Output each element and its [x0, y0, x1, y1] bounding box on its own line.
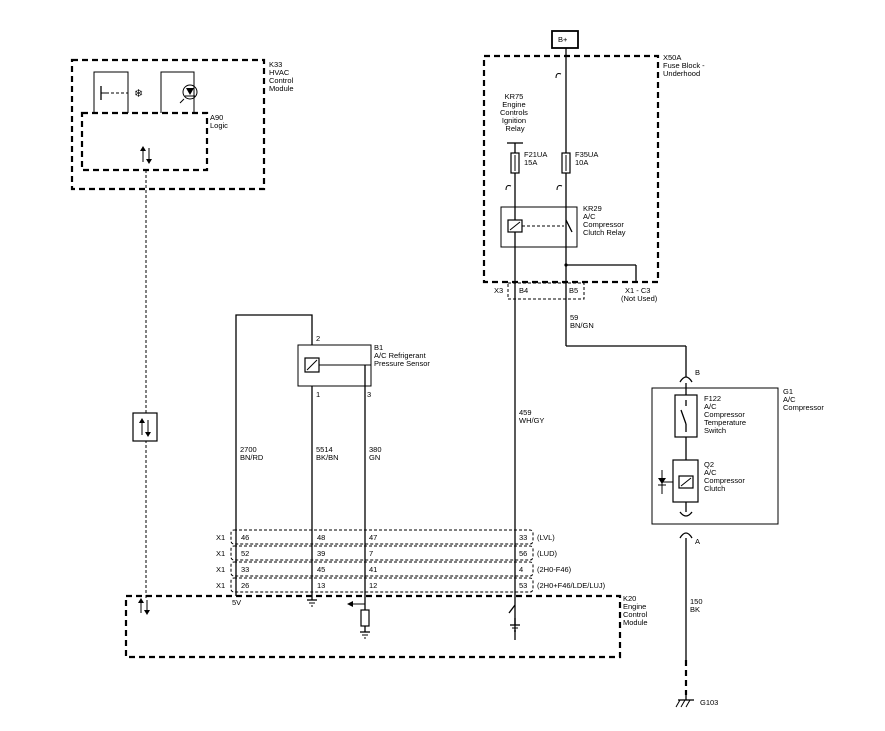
x1c3-label: X1 - C3: [625, 286, 650, 295]
x1-conn-label: X1: [216, 533, 225, 542]
g1-internal-connector: [679, 511, 693, 517]
a90-logic-outline: [80, 111, 209, 172]
f21ua-connector-hook: [505, 185, 512, 191]
k33-hvac-module-outline: [70, 58, 266, 191]
x3-connector: [507, 282, 585, 300]
k33-label: K33 HVAC Control Module: [269, 60, 295, 93]
pin-380-2h0-f46: 41: [369, 565, 377, 574]
ecm-resistor-ground-icon: [360, 626, 370, 639]
g1-pin-a-label: A: [695, 537, 700, 546]
kr75-relay-output-icon: [507, 142, 523, 153]
g103-chassis-ground-icon: [675, 695, 694, 708]
wire-2700-label: 2700 BN/RD: [240, 445, 264, 462]
kr29-switch-contact: [565, 219, 573, 233]
x3-label: X3: [494, 286, 503, 295]
k33-serial-data-arrows-icon: [140, 146, 152, 164]
g1-label: G1 A/C Compressor: [783, 387, 824, 412]
variant-2h0-f46-lde-luj: (2H0+F46/LDE/LUJ): [537, 581, 606, 590]
f35ua-label: F35UA 10A: [575, 150, 600, 167]
x1-row-2h0-f46-lde-luj: [230, 577, 534, 593]
kr29-label: KR29 A/C Compressor Clutch Relay: [583, 204, 626, 237]
g1-pin-a-connector: [679, 532, 693, 539]
q2-diode-icon: [658, 470, 673, 494]
wire-380-label: 380 GN: [369, 445, 384, 462]
pin-5514-lud: 39: [317, 549, 325, 558]
pin-380-2h0-f46-lde-luj: 12: [369, 581, 377, 590]
not-used-label: (Not Used): [621, 294, 658, 303]
hvac-indicator-lamp-icon: [160, 71, 198, 113]
wire-59-label: 59 BN/GN: [570, 313, 594, 330]
x1-conn-label: X1: [216, 581, 225, 590]
f122-label: F122 A/C Compressor Temperature Switch: [704, 394, 748, 435]
x1-row-lvl: [230, 529, 534, 545]
pin-5514-lvl: 48: [317, 533, 325, 542]
ecm-5v-label: 5V: [232, 598, 241, 607]
b-plus-label: B+: [558, 35, 568, 44]
x50a-label: X50A Fuse Block - Underhood: [663, 53, 707, 78]
pin-459-2h0-f46-lde-luj: 53: [519, 581, 527, 590]
kr29-relay-box: [500, 206, 578, 248]
k20-label: K20 Engine Control Module: [623, 594, 649, 627]
x1-row-2h0-f46: [230, 561, 534, 577]
x1-conn-label: X1: [216, 549, 225, 558]
hvac-ac-request-icon: ❄: [93, 71, 143, 113]
serial-data-box-icon: [132, 412, 158, 442]
variant-2h0-f46: (2H0-F46): [537, 565, 572, 574]
b1-label: B1 A/C Refrigerant Pressure Sensor: [374, 343, 430, 368]
variant-lud: (LUD): [537, 549, 558, 558]
bplus-connector-hook: [555, 73, 562, 79]
x1-row-lud: [230, 545, 534, 561]
pin-380-lvl: 47: [369, 533, 377, 542]
g103-label: G103: [700, 698, 718, 707]
kr75-label: KR75 Engine Controls Ignition Relay: [500, 92, 530, 133]
pin-2700-2h0-f46-lde-luj: 26: [241, 581, 249, 590]
a90-label: A90 Logic: [210, 113, 228, 130]
variant-lvl: (LVL): [537, 533, 555, 542]
k20-ecm-outline: [124, 594, 622, 659]
b1-pin-2-label: 2: [316, 334, 320, 343]
pin-5514-2h0-f46-lde-luj: 13: [317, 581, 325, 590]
b5-label: B5: [569, 286, 578, 295]
wire-5514-label: 5514 BK/BN: [316, 445, 339, 462]
k20-serial-data-arrows-icon: [138, 598, 150, 615]
pin-459-lud: 56: [519, 549, 527, 558]
f122-switch-contact: [680, 409, 687, 425]
pin-380-lud: 7: [369, 549, 373, 558]
pin-5514-2h0-f46: 45: [317, 565, 325, 574]
b1-pin-3-label: 3: [367, 390, 371, 399]
x50a-fuse-block-outline: [482, 54, 660, 284]
q2-clutch-coil-icon: [678, 475, 694, 489]
b4-label: B4: [519, 286, 528, 295]
pin-459-2h0-f46: 4: [519, 565, 523, 574]
kr29-relay-coil-icon: [507, 219, 523, 233]
b1-sensor-element-icon: [304, 357, 320, 373]
wire-150-label: 150 BK: [690, 597, 705, 614]
pin-2700-lvl: 46: [241, 533, 249, 542]
ecm-signal-input-arrow-icon: [347, 601, 365, 607]
ecm-low-reference-ground-icon: [307, 599, 317, 607]
b-plus-terminal: [551, 30, 579, 49]
b1-pin-1-label: 1: [316, 390, 320, 399]
f35ua-connector-hook: [556, 185, 563, 191]
ecm-pulldown-resistor: [360, 609, 370, 627]
x1-conn-label: X1: [216, 565, 225, 574]
svg-text:❄: ❄: [134, 88, 143, 100]
pin-459-lvl: 33: [519, 533, 527, 542]
f21ua-label: F21UA 15A: [524, 150, 549, 167]
x1-connector-rows: X1 46 48 47 33 (LVL) X1 52 39 7 56 (LUD)…: [216, 529, 606, 593]
pin-2700-2h0-f46: 33: [241, 565, 249, 574]
ecm-low-side-driver-switch: [508, 604, 516, 614]
pin-2700-lud: 52: [241, 549, 249, 558]
g1-compressor-outline: [651, 387, 779, 525]
g1-pin-b-label: B: [695, 368, 700, 377]
g1-pin-b-connector: [679, 376, 693, 383]
q2-label: Q2 A/C Compressor Clutch: [704, 460, 747, 493]
ecm-driver-ground-icon: [510, 618, 520, 632]
wire-459-label: 459 WH/GY: [519, 408, 544, 425]
